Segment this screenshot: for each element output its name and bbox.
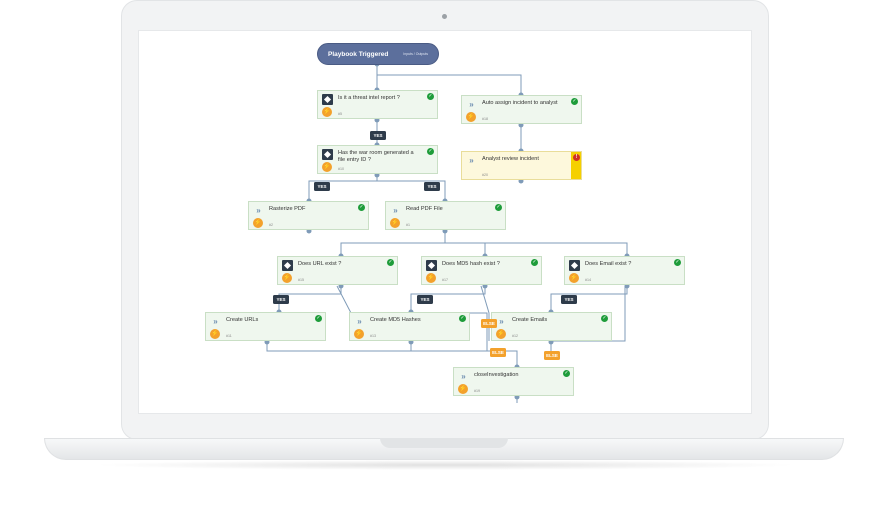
node-email-exist[interactable]: ⚡ Does Email exist ? #14 ✓: [564, 256, 685, 285]
check-icon: ✓: [531, 259, 538, 266]
check-icon: ✓: [495, 204, 502, 211]
node-threat-intel[interactable]: ⚡ Is it a threat intel report ? #5 ✓: [317, 90, 438, 119]
chevron-right-icon: »: [256, 205, 261, 215]
node-create-urls[interactable]: » ⚡ Create URLs #11 ✓: [205, 312, 326, 341]
check-icon: ✓: [358, 204, 365, 211]
node-number: #1: [406, 223, 410, 227]
node-label: Does URL exist ?: [298, 261, 342, 267]
node-war-room[interactable]: ⚡ Has the war room generated a file entr…: [317, 145, 438, 174]
yes-label: YES: [314, 182, 330, 191]
else-label: ELSE: [490, 348, 506, 357]
node-label: Create Emails: [512, 317, 548, 323]
node-number: #12: [512, 334, 518, 338]
node-number: #17: [442, 278, 448, 282]
node-number: #15: [298, 278, 304, 282]
node-number: #18: [482, 117, 488, 121]
bolt-icon: ⚡: [458, 384, 468, 394]
condition-diamond-icon: [322, 149, 333, 160]
bolt-icon: ⚡: [354, 329, 364, 339]
chevron-right-icon: »: [469, 99, 474, 109]
yes-label: YES: [370, 131, 386, 140]
node-label: Is it a threat intel report ?: [338, 95, 400, 101]
chevron-right-icon: »: [461, 371, 466, 381]
chevron-right-icon: »: [393, 205, 398, 215]
node-read-pdf[interactable]: » ⚡ Read PDF File #1 ✓: [385, 201, 506, 230]
node-rasterize-pdf[interactable]: » ⚡ Rasterize PDF #2 ✓: [248, 201, 369, 230]
bolt-icon: ⚡: [210, 329, 220, 339]
yes-label: YES: [273, 295, 289, 304]
check-icon: ✓: [674, 259, 681, 266]
laptop-notch: [380, 438, 508, 448]
else-label: ELSE: [544, 351, 560, 360]
condition-diamond-icon: [569, 260, 580, 271]
condition-diamond-icon: [322, 94, 333, 105]
bolt-icon: ⚡: [390, 218, 400, 228]
chevron-right-icon: »: [499, 316, 504, 326]
bolt-icon: ⚡: [322, 107, 332, 117]
manual-task-bar: [571, 152, 581, 179]
node-number: #19: [474, 389, 480, 393]
node-analyst-review[interactable]: » Analyst review incident #20 !: [461, 151, 582, 180]
node-number: #2: [269, 223, 273, 227]
node-label: Rasterize PDF: [269, 206, 306, 212]
chevron-right-icon: »: [357, 316, 362, 326]
node-number: #14: [585, 278, 591, 282]
chevron-right-icon: »: [213, 316, 218, 326]
node-create-emails[interactable]: » ⚡ Create Emails #12 ✓: [491, 312, 612, 341]
check-icon: ✓: [601, 315, 608, 322]
check-icon: ✓: [571, 98, 578, 105]
node-label: Create MD5 Hashes: [370, 317, 421, 323]
node-label: Read PDF File: [406, 206, 443, 212]
check-icon: ✓: [459, 315, 466, 322]
condition-diamond-icon: [426, 260, 437, 271]
node-number: #13: [370, 334, 376, 338]
condition-diamond-icon: [282, 260, 293, 271]
node-label: Does MD5 hash exist ?: [442, 261, 500, 267]
yes-label: YES: [561, 295, 577, 304]
node-label: Auto assign incident to analyst: [482, 100, 558, 106]
node-label: Has the war room generated a file entry …: [338, 150, 414, 163]
yes-label: YES: [417, 295, 433, 304]
check-icon: ✓: [427, 148, 434, 155]
bolt-icon: ⚡: [426, 273, 436, 283]
bolt-icon: ⚡: [253, 218, 263, 228]
else-label: ELSE: [481, 319, 497, 328]
alert-icon: !: [573, 154, 580, 161]
node-url-exist[interactable]: ⚡ Does URL exist ? #15 ✓: [277, 256, 398, 285]
node-label: Analyst review incident: [482, 156, 539, 162]
laptop-shadow: [90, 460, 800, 470]
node-md5-exist[interactable]: ⚡ Does MD5 hash exist ? #17 ✓: [421, 256, 542, 285]
node-number: #11: [226, 334, 232, 338]
inputs-outputs-link[interactable]: Inputs / Outputs: [403, 52, 428, 56]
check-icon: ✓: [563, 370, 570, 377]
playbook-canvas[interactable]: Playbook Triggered Inputs / Outputs ⚡ Is…: [138, 30, 752, 414]
check-icon: ✓: [387, 259, 394, 266]
check-icon: ✓: [315, 315, 322, 322]
node-number: #5: [338, 112, 342, 116]
bolt-icon: ⚡: [466, 112, 476, 122]
bolt-icon: ⚡: [569, 273, 579, 283]
bolt-icon: ⚡: [322, 162, 332, 172]
camera-icon: [442, 14, 447, 19]
chevron-right-icon: »: [469, 155, 474, 165]
start-title: Playbook Triggered: [328, 50, 389, 58]
yes-label: YES: [424, 182, 440, 191]
bolt-icon: ⚡: [282, 273, 292, 283]
playbook-triggered-node[interactable]: Playbook Triggered Inputs / Outputs: [317, 43, 439, 65]
node-number: #10: [338, 167, 344, 171]
node-label: Create URLs: [226, 317, 259, 323]
bolt-icon: ⚡: [496, 329, 506, 339]
connector-lines: [264, 61, 630, 403]
node-number: #20: [482, 173, 488, 177]
node-auto-assign[interactable]: » ⚡ Auto assign incident to analyst #18 …: [461, 95, 582, 124]
node-create-md5[interactable]: » ⚡ Create MD5 Hashes #13 ✓: [349, 312, 470, 341]
node-label: Does Email exist ?: [585, 261, 632, 267]
check-icon: ✓: [427, 93, 434, 100]
node-label: closeInvestigation: [474, 372, 519, 378]
node-close-investigation[interactable]: » ⚡ closeInvestigation #19 ✓: [453, 367, 574, 396]
